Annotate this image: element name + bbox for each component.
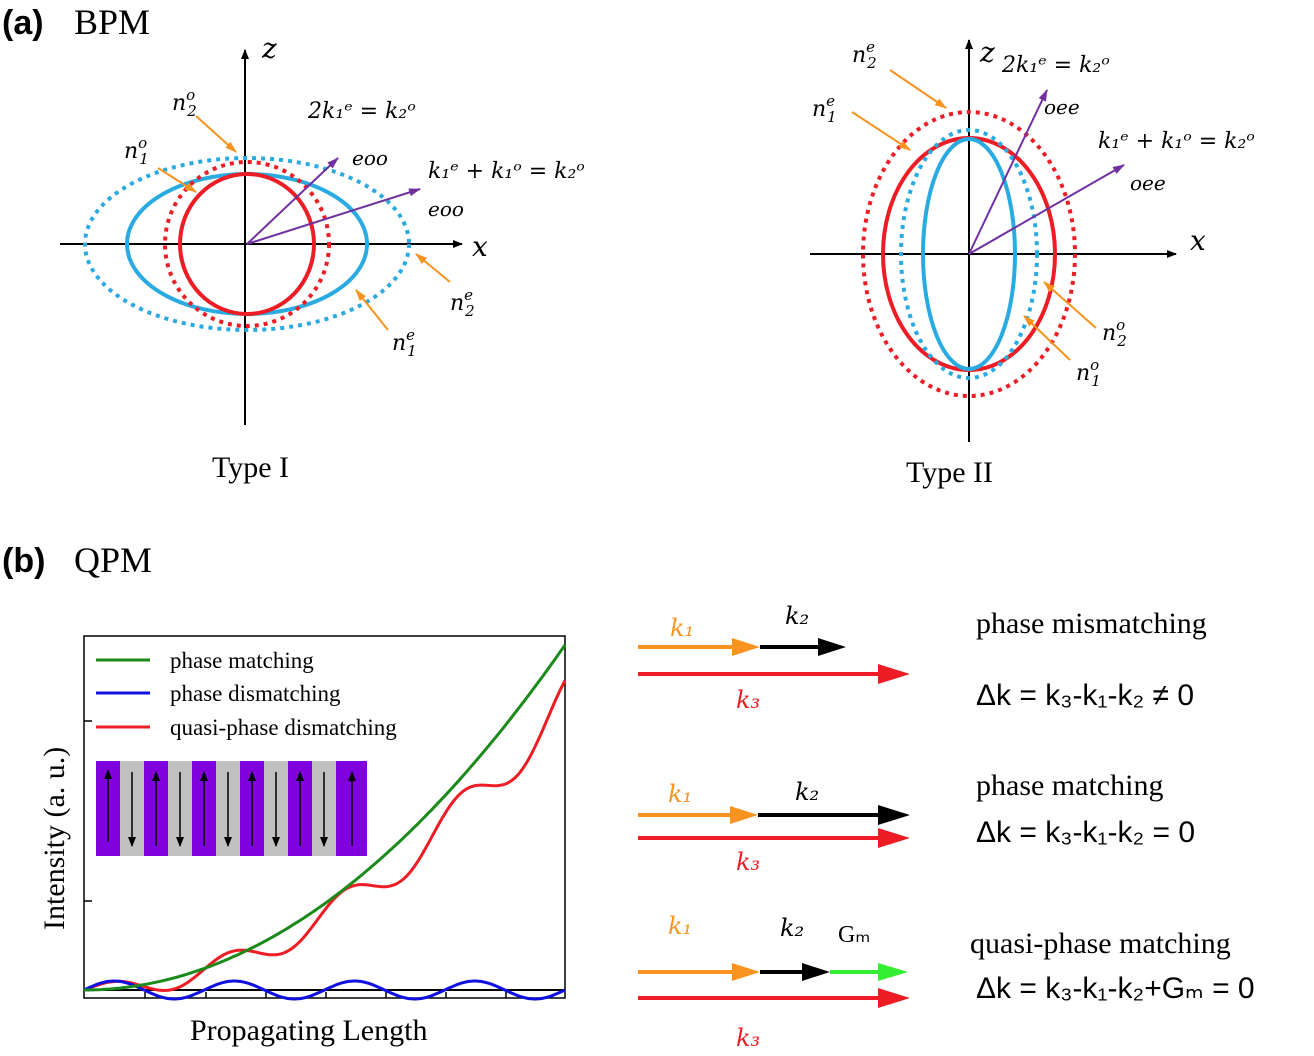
type1-n1e-arrow <box>355 289 389 331</box>
row2-k3-label: k₃ <box>736 848 760 876</box>
type2-caption: Type II <box>906 456 993 489</box>
row3-gm-label: Gₘ <box>838 922 870 948</box>
intensity-plot: phase matching phase dismatching quasi-p… <box>38 635 567 1047</box>
plot-xlabel: Propagating Length <box>190 1014 427 1047</box>
type1-caption: Type I <box>212 451 289 484</box>
type1-n2e-ellipse <box>83 156 411 332</box>
type2-eq2-tag: oee <box>1130 171 1166 195</box>
legend-label-phase-matching: phase matching <box>170 648 314 673</box>
row2-equation: Δk = k₃-k₁-k₂ = 0 <box>976 816 1195 849</box>
type2-n2o-ellipse <box>899 128 1039 380</box>
vector-row-mismatch: k₁ k₂ k₃ <box>638 602 910 714</box>
vector-row-quasi: k₁ k₂ Gₘ k₃ <box>638 912 910 1052</box>
row3-k2-label: k₂ <box>780 914 804 942</box>
row3-k1-label: k₁ <box>668 912 692 940</box>
row3-title: quasi-phase matching <box>970 927 1231 960</box>
type2-n1o-arrow <box>1023 315 1071 361</box>
row3-k3-label: k₃ <box>736 1024 760 1052</box>
type1-k-vector-2 <box>246 188 421 245</box>
type1-eq1: 2k₁ᵉ = k₂ᵒ <box>307 99 416 124</box>
type1-x-label: x <box>472 230 488 263</box>
row1-k3-label: k₃ <box>736 686 760 714</box>
panel-a-title: BPM <box>74 2 150 42</box>
legend-label-phase-dismatching: phase dismatching <box>170 681 341 706</box>
type2-n1e-arrow <box>851 111 911 151</box>
type2-x-label: x <box>1190 224 1206 257</box>
type1-eq2: k₁ᵉ + k₁ᵒ = k₂ᵒ <box>428 159 585 184</box>
type1-n1o-circle <box>178 172 316 316</box>
vector-diagrams: k₁ k₂ k₃ k₁ k₂ k₃ k₁ k₂ Gₘ k₃ <box>638 602 910 1052</box>
type2-eq1: 2k₁ᵉ = k₂ᵒ <box>1001 53 1110 78</box>
type2-n2e-arrow <box>889 69 947 109</box>
quasi-phase-dismatching-curve <box>83 679 567 993</box>
type1-eq1-tag: eoo <box>352 146 388 170</box>
type2-k-vector-2 <box>968 164 1125 255</box>
row1-equation: Δk = k₃-k₁-k₂ ≠ 0 <box>976 679 1194 712</box>
legend-label-quasi-phase: quasi-phase dismatching <box>170 715 397 740</box>
type1-z-label: z <box>261 32 277 65</box>
row1-title: phase mismatching <box>976 607 1207 640</box>
row2-k1-label: k₁ <box>668 780 692 808</box>
phase-dismatching-curve <box>83 979 566 1001</box>
row2-k2-label: k₂ <box>795 778 819 806</box>
type2-n1e-ellipse <box>861 110 1077 398</box>
type2-eq1-tag: oee <box>1044 95 1080 119</box>
type2-n2o-arrow <box>1043 281 1097 329</box>
type1-n2o-arrow <box>195 115 237 153</box>
type1-k-vector-1 <box>246 157 339 245</box>
periodic-poling-inset <box>96 761 367 856</box>
panel-a-label: (a) <box>2 4 44 42</box>
type2-eq2: k₁ᵉ + k₁ᵒ = k₂ᵒ <box>1098 129 1255 154</box>
type2-z-label: z <box>979 36 995 69</box>
type1-n2e-arrow <box>415 253 451 283</box>
plot-ylabel: Intensity (a. u.) <box>38 747 71 930</box>
vector-row-match: k₁ k₂ k₃ <box>638 778 910 876</box>
panel-b-label: (b) <box>2 542 45 580</box>
row1-k2-label: k₂ <box>785 602 809 630</box>
plot-ticks <box>84 720 507 998</box>
equation-column: phase mismatching Δk = k₃-k₁-k₂ ≠ 0 phas… <box>970 607 1255 1005</box>
type1-eq2-tag: eoo <box>428 197 464 221</box>
panel-b-title: QPM <box>74 540 152 580</box>
type2-k-vector-1 <box>968 89 1048 255</box>
plot-frame <box>83 635 566 999</box>
row3-equation: Δk = k₃-k₁-k₂+Gₘ = 0 <box>976 972 1255 1005</box>
type1-n1o-arrow <box>157 167 197 193</box>
type2-n1o-ellipse <box>921 137 1017 371</box>
type1-n2o-circle <box>163 160 331 328</box>
plot-legend: phase matching phase dismatching quasi-p… <box>96 648 397 740</box>
phase-matching-curve <box>84 644 567 992</box>
row1-k1-label: k₁ <box>670 614 694 642</box>
row2-title: phase matching <box>976 769 1163 802</box>
